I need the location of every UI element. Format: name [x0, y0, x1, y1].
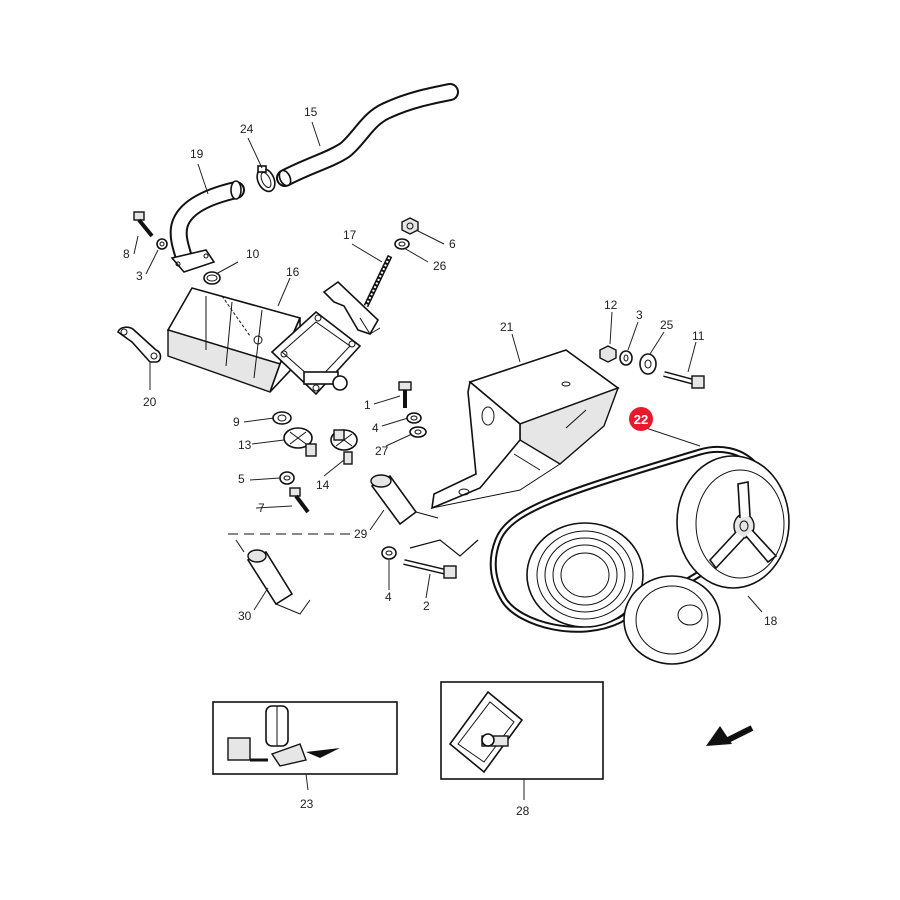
washer-25[interactable] [639, 353, 657, 375]
elbow-hose-19[interactable] [169, 180, 245, 273]
callout-15[interactable]: 15 [304, 105, 318, 119]
callout-12[interactable]: 12 [604, 298, 618, 312]
bolt-1[interactable] [398, 381, 412, 408]
fitting-14[interactable] [330, 429, 358, 465]
callout-21[interactable]: 21 [500, 320, 514, 334]
callout-27[interactable]: 27 [375, 444, 389, 458]
washer-4-lower[interactable] [381, 546, 397, 560]
fitting-13[interactable] [283, 427, 317, 457]
callout-20[interactable]: 20 [143, 395, 157, 409]
washer-4-middle[interactable] [406, 412, 422, 424]
break-lines [228, 533, 479, 557]
callout-1[interactable]: 1 [364, 398, 371, 412]
callout-24[interactable]: 24 [240, 122, 254, 136]
adapter-29[interactable] [370, 474, 439, 526]
washer-26[interactable] [394, 238, 410, 250]
nut-6[interactable] [401, 217, 419, 235]
callout-29[interactable]: 29 [354, 527, 368, 541]
bracket-20[interactable] [117, 326, 162, 363]
hydraulic-pump-16[interactable] [166, 287, 362, 396]
leader-lines [133, 121, 763, 800]
callout-3-upper[interactable]: 3 [136, 269, 143, 283]
inset-28[interactable] [440, 681, 604, 780]
inset-23[interactable] [212, 701, 398, 775]
direction-arrow [706, 725, 754, 746]
o-ring-10[interactable] [203, 271, 221, 285]
callout-18[interactable]: 18 [764, 614, 778, 628]
callout-30[interactable]: 30 [238, 609, 252, 623]
callout-14[interactable]: 14 [316, 478, 330, 492]
bolt-11[interactable] [663, 371, 705, 389]
washer-3-right[interactable] [619, 350, 633, 366]
hose-15[interactable] [276, 83, 459, 187]
fan-pulley-18[interactable] [676, 455, 790, 589]
callout-8[interactable]: 8 [123, 247, 130, 261]
bolt-2[interactable] [403, 559, 457, 579]
nut-12[interactable] [599, 345, 617, 363]
callout-labels: 15 24 19 8 3 10 16 17 6 26 12 3 25 11 21… [123, 105, 778, 818]
bolt-7[interactable] [289, 487, 310, 514]
callout-4-lower[interactable]: 4 [385, 590, 392, 604]
adapter-30[interactable] [246, 549, 311, 615]
callout-2[interactable]: 2 [423, 599, 430, 613]
callout-26[interactable]: 26 [433, 259, 447, 273]
bracket-plate-17[interactable] [322, 280, 381, 335]
mounting-bracket-21[interactable] [431, 349, 620, 510]
callout-22-label: 22 [634, 412, 648, 427]
washer-5[interactable] [279, 471, 295, 485]
washer-27[interactable] [409, 426, 427, 438]
bolt-8[interactable] [133, 211, 154, 238]
hose-clamp-24[interactable] [254, 165, 279, 195]
callout-13[interactable]: 13 [238, 438, 252, 452]
callout-5[interactable]: 5 [238, 472, 245, 486]
callout-6[interactable]: 6 [449, 237, 456, 251]
callout-7[interactable]: 7 [258, 501, 265, 515]
stud-17[interactable] [363, 254, 393, 308]
callout-11[interactable]: 11 [692, 329, 705, 343]
callout-10[interactable]: 10 [246, 247, 260, 261]
callout-3-right[interactable]: 3 [636, 308, 643, 322]
callout-25[interactable]: 25 [660, 318, 674, 332]
callout-23[interactable]: 23 [300, 797, 314, 811]
crankshaft-pulley-18[interactable] [526, 522, 721, 665]
callout-19[interactable]: 19 [190, 147, 204, 161]
washer-3-upper[interactable] [156, 238, 168, 250]
callout-9[interactable]: 9 [233, 415, 240, 429]
seal-9[interactable] [272, 411, 292, 425]
callout-28[interactable]: 28 [516, 804, 530, 818]
callout-16[interactable]: 16 [286, 265, 300, 279]
callout-22-highlighted[interactable]: 22 [629, 407, 653, 431]
callout-17[interactable]: 17 [343, 228, 357, 242]
callout-4-middle[interactable]: 4 [372, 421, 379, 435]
